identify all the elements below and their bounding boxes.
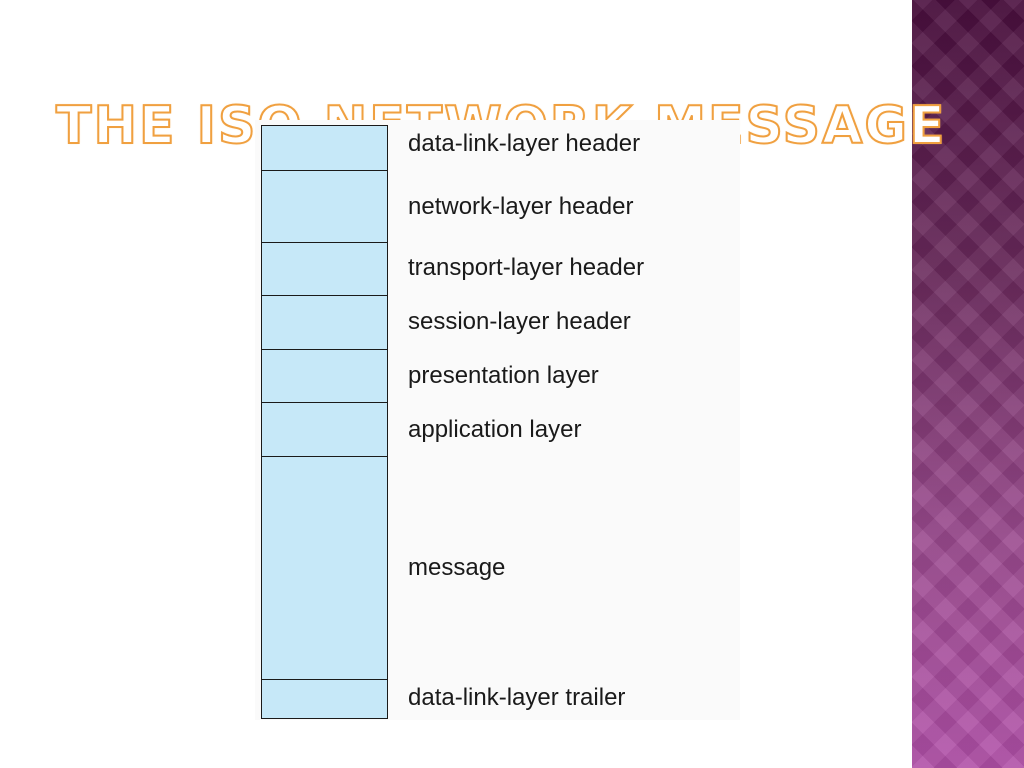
block-application-layer — [262, 403, 387, 457]
label-data-link-layer-header: data-link-layer header — [408, 130, 641, 157]
block-message — [262, 457, 387, 680]
label-application-layer: application layer — [408, 416, 582, 443]
block-presentation-layer — [262, 350, 387, 403]
label-presentation-layer: presentation layer — [408, 362, 599, 389]
label-transport-layer-header: transport-layer header — [408, 254, 645, 281]
block-data-link-layer-trailer — [262, 680, 387, 719]
block-session-layer-header — [262, 296, 387, 350]
decorative-side-strip — [912, 0, 1024, 768]
label-message: message — [408, 554, 506, 581]
label-network-layer-header: network-layer header — [408, 193, 634, 220]
label-data-link-layer-trailer: data-link-layer trailer — [408, 684, 626, 711]
block-transport-layer-header — [262, 243, 387, 296]
block-network-layer-header — [262, 171, 387, 243]
message-stack — [261, 125, 388, 719]
iso-message-diagram: data-link-layer header network-layer hea… — [255, 120, 740, 720]
block-data-link-layer-header — [262, 126, 387, 171]
label-session-layer-header: session-layer header — [408, 308, 631, 335]
